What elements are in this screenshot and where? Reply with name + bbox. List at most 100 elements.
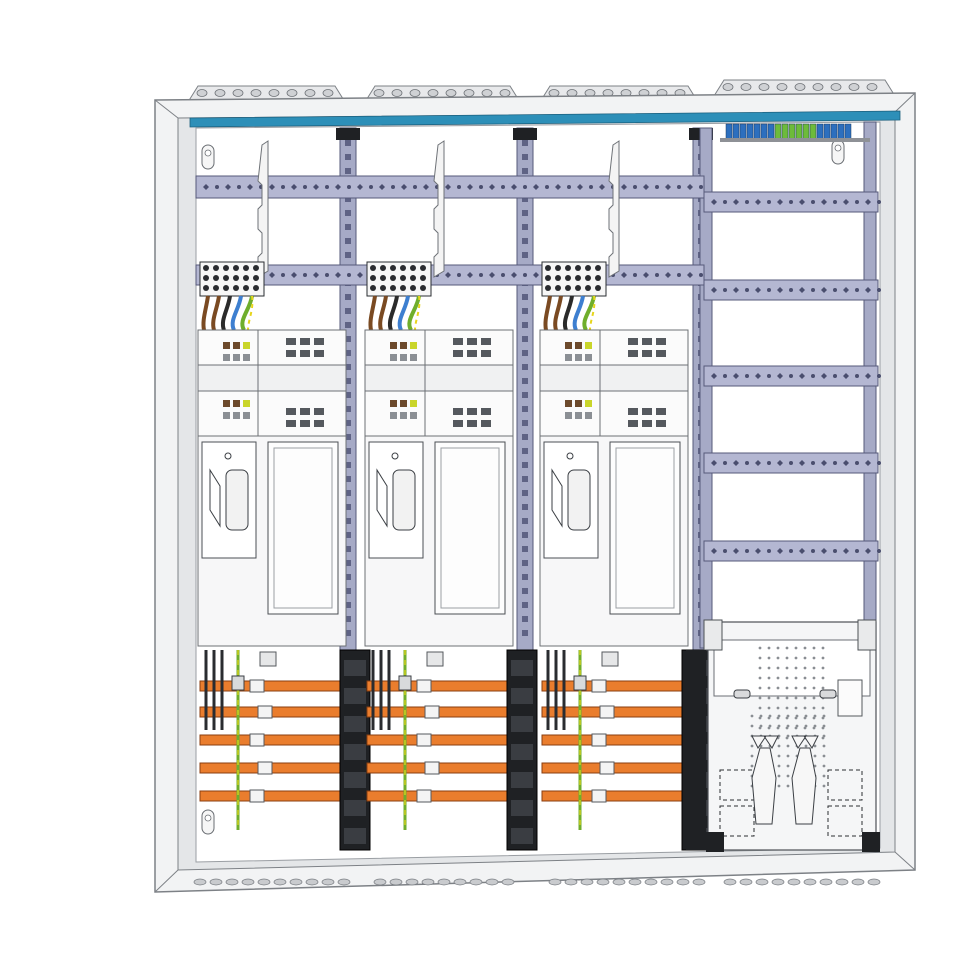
- bottom-gland: [469, 878, 483, 886]
- cable-gland: [548, 89, 560, 97]
- vent-hole: [777, 784, 781, 788]
- post-hole: [345, 378, 351, 384]
- vent-hole: [822, 714, 826, 718]
- rail-hole: [723, 288, 727, 292]
- wire-clamp: [231, 675, 245, 691]
- contact-square: [400, 400, 407, 407]
- copper-busbar: [541, 734, 683, 746]
- terminal-screw: [575, 275, 581, 281]
- bottom-gland: [485, 878, 499, 886]
- module-slot: [656, 338, 666, 345]
- vent-hole: [794, 696, 798, 700]
- rail-slot: [755, 460, 761, 466]
- contact-square: [410, 354, 417, 361]
- vent-hole: [821, 666, 825, 670]
- terminal-screw: [595, 265, 601, 271]
- terminal-screw: [545, 285, 551, 291]
- post-hole: [522, 518, 528, 524]
- post-hole: [345, 574, 351, 580]
- holder-segment: [511, 688, 533, 704]
- module-slot: [481, 420, 491, 427]
- rail-slot: [203, 184, 209, 190]
- rail-slot: [733, 373, 739, 379]
- terminal-screw: [213, 265, 219, 271]
- bottom-gland: [612, 878, 626, 886]
- vent-hole: [785, 686, 789, 690]
- bottom-gland: [273, 878, 287, 886]
- rail-hole: [281, 185, 285, 189]
- apz-slot: [733, 689, 751, 699]
- rail-slot: [225, 184, 231, 190]
- vent-hole: [803, 666, 807, 670]
- vent-hole: [777, 774, 781, 778]
- bottom-gland: [209, 878, 223, 886]
- cable-gland: [812, 83, 824, 91]
- copper-busbar: [199, 790, 341, 802]
- rail-slot: [313, 184, 319, 190]
- earth-wire-stripe: [247, 295, 254, 331]
- rail-hole: [767, 200, 771, 204]
- rail-hole: [633, 185, 637, 189]
- bottom-gland: [787, 878, 801, 886]
- bottom-gland: [225, 878, 239, 886]
- post-hole: [522, 588, 528, 594]
- cable-gland: [322, 89, 334, 97]
- busbar-clamp: [257, 705, 273, 719]
- vent-hole: [785, 706, 789, 710]
- rail-hole: [855, 549, 859, 553]
- rail-slot: [313, 272, 319, 278]
- vent-hole: [750, 764, 754, 768]
- bottom-gland: [723, 878, 737, 886]
- rail-slot: [511, 272, 517, 278]
- terminal-screw: [595, 275, 601, 281]
- holder-segment: [511, 744, 533, 760]
- rail-slot: [777, 199, 783, 205]
- rail-slot: [533, 272, 539, 278]
- rail-hole: [855, 288, 859, 292]
- module-slot: [481, 408, 491, 415]
- switch-lever: [376, 468, 388, 528]
- rail-slot: [555, 184, 561, 190]
- cable-gland: [214, 89, 226, 97]
- rail-slot: [711, 460, 717, 466]
- module-slot: [467, 338, 477, 345]
- bottom-gland: [501, 878, 515, 886]
- rail-slot: [665, 272, 671, 278]
- vent-hole: [777, 754, 781, 758]
- vent-hole: [821, 676, 825, 680]
- post-hole: [522, 602, 528, 608]
- terminal-screw: [253, 275, 259, 281]
- post-hole: [345, 364, 351, 370]
- vent-hole: [822, 724, 826, 728]
- apz-corner-block: [862, 832, 880, 852]
- terminal-screw: [390, 285, 396, 291]
- contact-square: [243, 400, 250, 407]
- rail-hole: [391, 185, 395, 189]
- meter-cover: [609, 441, 681, 615]
- cable-gland: [830, 83, 842, 91]
- rail-slot: [799, 199, 805, 205]
- feed-wire: [240, 295, 254, 332]
- module-slot: [656, 350, 666, 357]
- bottom-gland: [289, 878, 303, 886]
- post-hole: [345, 196, 351, 202]
- copper-busbar: [366, 790, 508, 802]
- rail-hole: [767, 288, 771, 292]
- module-slot: [314, 338, 324, 345]
- bottom-gland: [755, 878, 769, 886]
- bottom-gland: [241, 878, 255, 886]
- meter-cover-inner: [273, 447, 333, 609]
- vent-hole: [777, 764, 781, 768]
- busbar-clamp: [249, 733, 265, 747]
- module-slot: [628, 338, 638, 345]
- post-hole: [345, 392, 351, 398]
- module-slot: [467, 420, 477, 427]
- vent-hole: [776, 676, 780, 680]
- post-hole: [345, 462, 351, 468]
- holder-segment: [344, 660, 366, 676]
- post-cap: [513, 128, 537, 140]
- terminal-screw: [223, 285, 229, 291]
- vent-hole: [803, 696, 807, 700]
- feed-wire: [582, 295, 596, 332]
- vent-hole: [803, 706, 807, 710]
